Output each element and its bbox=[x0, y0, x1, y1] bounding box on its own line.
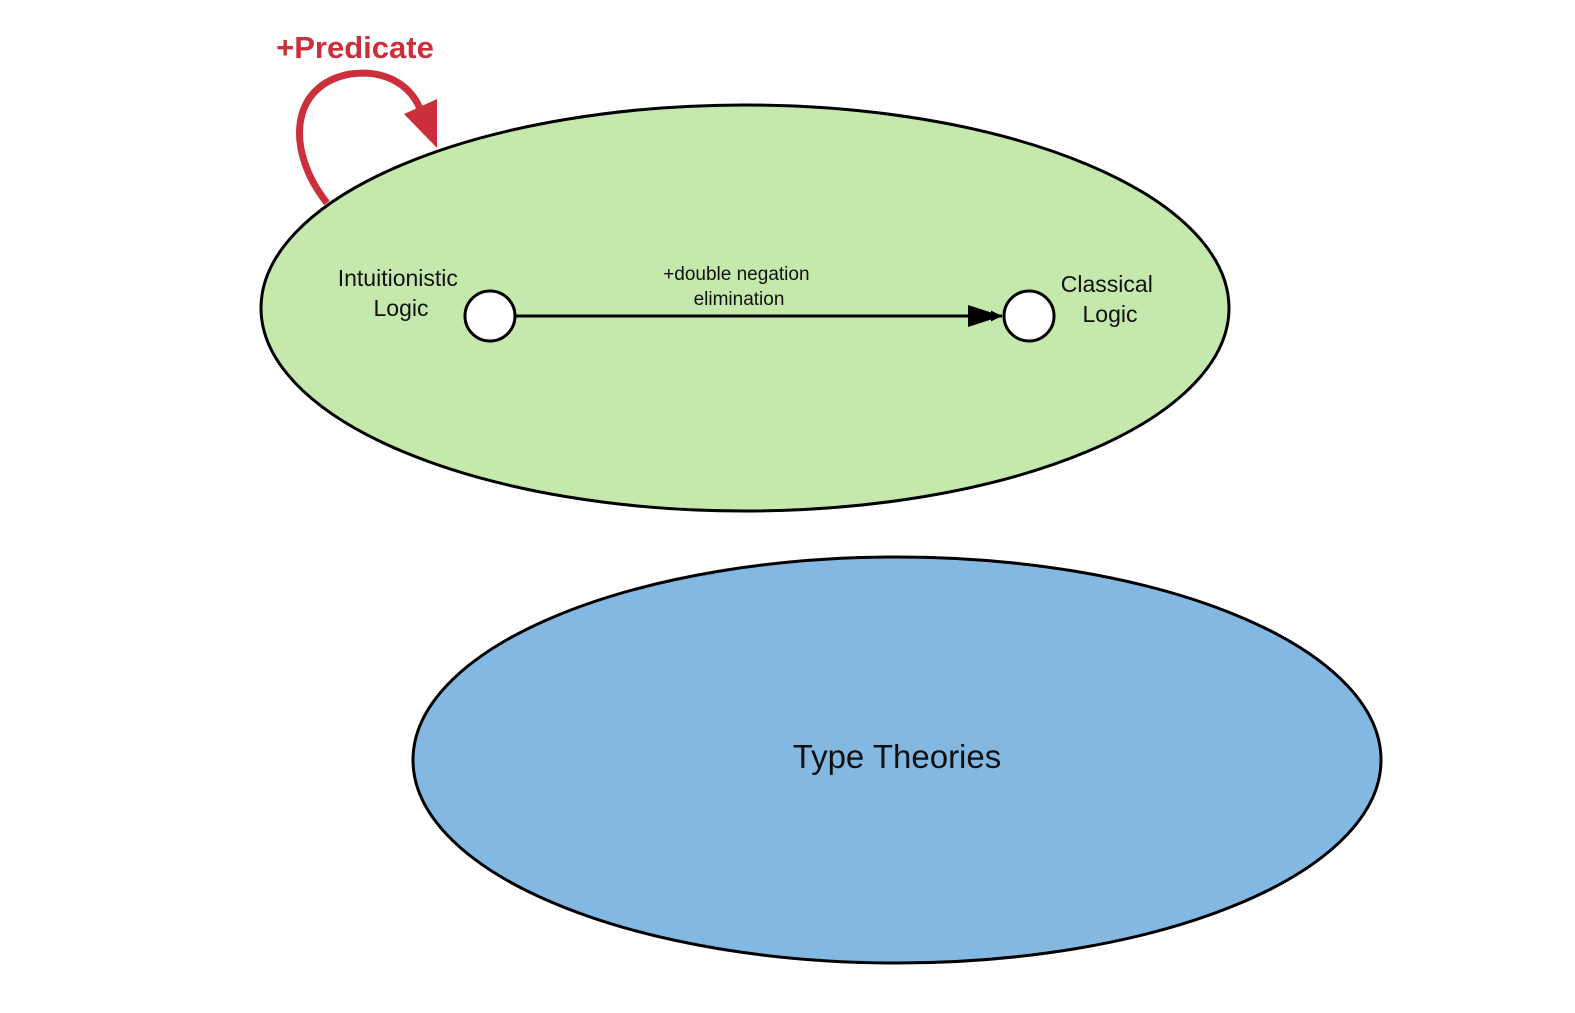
edge-label-line1: +double negation bbox=[663, 264, 809, 285]
classical-logic-label-line1: Classical bbox=[1061, 271, 1153, 297]
classical-logic-label-line2: Logic bbox=[1083, 301, 1138, 327]
predicate-arrow-curve bbox=[296, 69, 426, 206]
edge-label-line2: elimination bbox=[694, 289, 785, 310]
logic-region-ellipse[interactable] bbox=[259, 103, 1231, 513]
classical-logic-node[interactable] bbox=[1002, 289, 1056, 343]
edge-label: +double negation elimination bbox=[663, 264, 815, 310]
double-negation-arrowhead bbox=[968, 305, 1002, 327]
intuitionistic-logic-label: Intuitionistic Logic bbox=[338, 265, 465, 321]
type-theories-label: Type Theories bbox=[793, 738, 1002, 775]
classical-logic-label: Classical Logic bbox=[1061, 271, 1159, 327]
predicate-label: +Predicate bbox=[276, 30, 434, 65]
intuitionistic-logic-node[interactable] bbox=[463, 289, 517, 343]
type-theories-region-ellipse[interactable] bbox=[411, 555, 1383, 965]
predicate-arrow bbox=[296, 69, 437, 206]
intuitionistic-logic-label-line2: Logic bbox=[374, 295, 429, 321]
intuitionistic-logic-label-line1: Intuitionistic bbox=[338, 265, 458, 291]
predicate-arrowhead bbox=[404, 99, 437, 148]
